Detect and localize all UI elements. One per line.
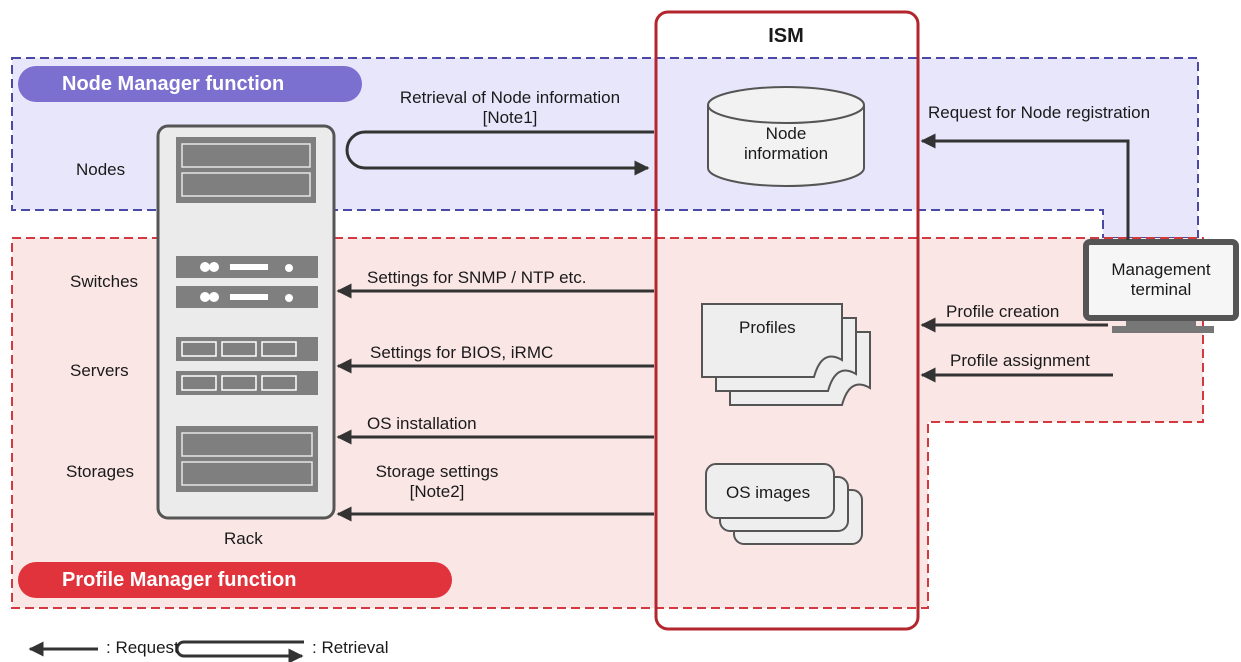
retrieval-arrow [345, 130, 654, 176]
rack-section-servers: Servers [70, 361, 129, 380]
legend-request-label: : Request [106, 638, 179, 657]
rack-section-nodes: Nodes [76, 160, 126, 179]
legend-retrieval-label: : Retrieval [312, 638, 389, 657]
rack-label: Rack [224, 529, 263, 548]
node-registration-arrow [920, 133, 1130, 240]
storage-label: Storage settings [Note2] [375, 462, 499, 501]
node-manager-title: Node Manager function [18, 66, 362, 102]
os-images-icon [705, 463, 863, 545]
management-terminal-label: Management terminal [1111, 260, 1211, 299]
node-information-db-icon [707, 86, 865, 187]
os-images-label: OS images [726, 483, 811, 502]
profile-manager-title: Profile Manager function [18, 562, 452, 598]
node-information-label: Node information [743, 124, 829, 163]
management-terminal-icon [1083, 239, 1239, 333]
node-registration-label: Request for Node registration [928, 103, 1151, 122]
profile-creation-label: Profile creation [946, 302, 1060, 321]
profiles-icon [701, 303, 871, 406]
snmp-label: Settings for SNMP / NTP etc. [367, 268, 587, 287]
profiles-label: Profiles [739, 318, 796, 337]
profile-assignment-label: Profile assignment [950, 351, 1090, 370]
rack [156, 124, 336, 520]
os-install-label: OS installation [367, 414, 477, 433]
rack-section-storages: Storages [66, 462, 135, 481]
ism-title: ISM [768, 25, 804, 47]
retrieval-label: Retrieval of Node information [Note1] [399, 88, 621, 127]
legend-retrieval-arrow [175, 640, 304, 662]
ism-frame [654, 10, 920, 631]
bios-label: Settings for BIOS, iRMC [370, 343, 554, 362]
rack-section-switches: Switches [70, 272, 139, 291]
